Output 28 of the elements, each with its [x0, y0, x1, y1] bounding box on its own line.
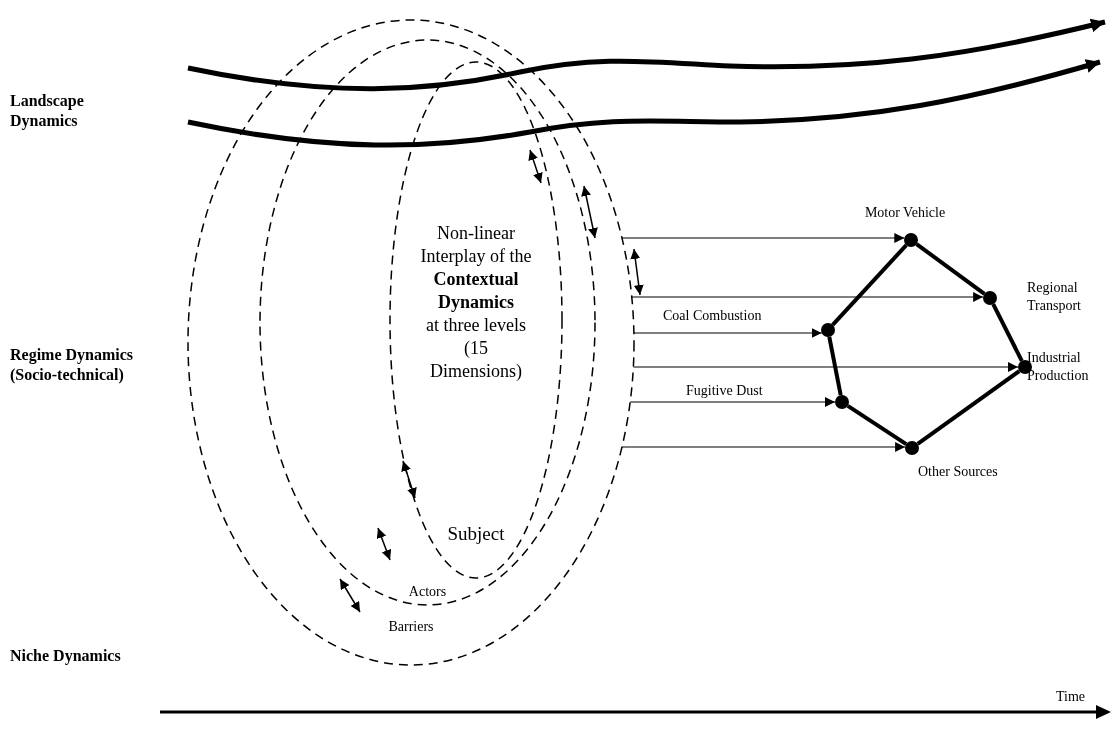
ring-label: Actors: [407, 583, 448, 601]
arrow: [621, 442, 906, 452]
connector-line: [991, 303, 1024, 362]
connector-line: [846, 404, 908, 446]
connector-line: [827, 336, 843, 396]
level-label: Landscape Dynamics: [10, 91, 85, 131]
center-text: Non-linear Interplay of the Contextual Dynamics at three levels (15 Dimensions): [419, 222, 533, 383]
node-label: Regional Transport: [1027, 279, 1082, 315]
connector-line: [915, 242, 986, 296]
node-label: Other Sources: [918, 463, 998, 481]
arrow: [632, 362, 1019, 372]
arrow: [629, 397, 836, 407]
dashed-ellipse: [188, 20, 634, 665]
dashed-ellipse: [390, 62, 562, 578]
ring-label: Barriers: [387, 618, 435, 636]
dashed-ellipse: [260, 40, 595, 605]
arrow: [633, 328, 823, 338]
edge-label: Fugitive Dust: [686, 382, 763, 400]
connector-line: [916, 369, 1021, 446]
axis-label: Time: [1056, 688, 1087, 706]
connector-line: [831, 243, 908, 327]
level-label: Regime Dynamics (Socio-technical): [10, 345, 135, 385]
node-label: Motor Vehicle: [863, 204, 947, 222]
node-label: Industrial Production: [1027, 349, 1090, 385]
arrow: [631, 292, 984, 302]
arrow: [621, 233, 905, 243]
level-label: Niche Dynamics: [10, 646, 122, 666]
ring-label: Subject: [446, 522, 506, 546]
